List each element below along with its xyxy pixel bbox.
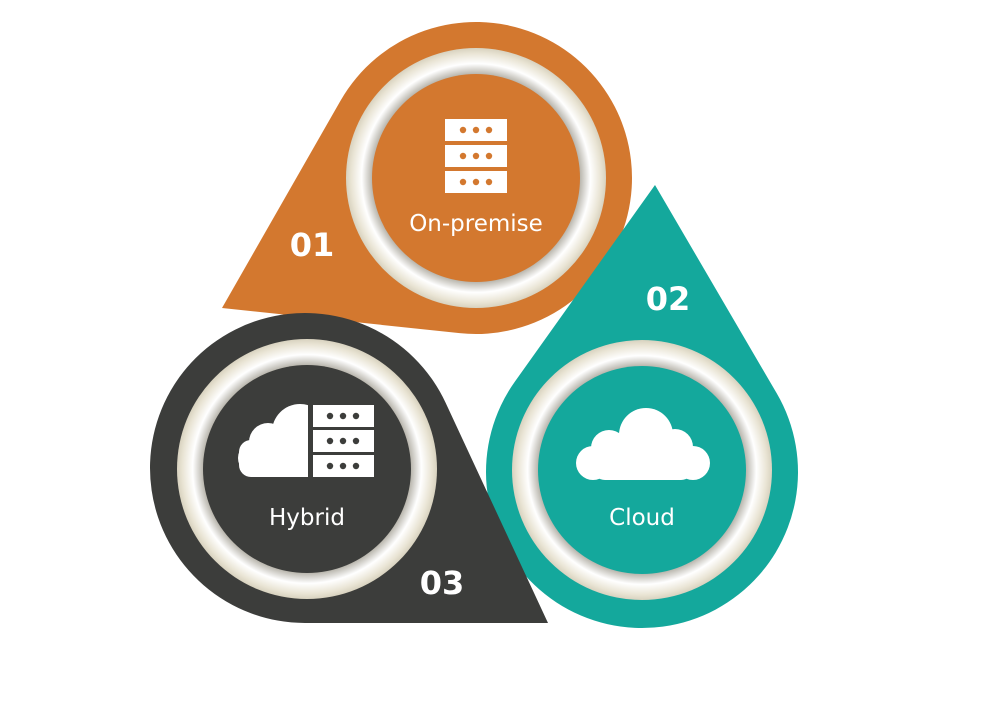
server-led-dot — [472, 126, 480, 134]
server-led-dot — [459, 152, 467, 160]
number-03: 03 — [420, 564, 465, 602]
server-led-dot — [485, 126, 493, 134]
server-led-dot — [339, 437, 347, 445]
server-led-dot — [485, 178, 493, 186]
segment-cloud: Cloud 02 — [486, 185, 799, 629]
label-on-premise: On-premise — [409, 211, 543, 237]
segment-hybrid: Hybrid 03 — [150, 313, 548, 623]
label-cloud: Cloud — [609, 505, 675, 531]
server-led-dot — [352, 462, 360, 470]
server-led-dot — [326, 462, 334, 470]
number-02: 02 — [646, 280, 691, 318]
server-led-dot — [472, 178, 480, 186]
cloud-icon — [576, 408, 710, 480]
server-led-dot — [472, 152, 480, 160]
server-led-dot — [459, 126, 467, 134]
server-led-dot — [326, 412, 334, 420]
server-led-dot — [326, 437, 334, 445]
segment-on-premise: On-premise 01 — [222, 22, 632, 334]
server-led-dot — [339, 462, 347, 470]
server-led-dot — [352, 412, 360, 420]
server-led-dot — [485, 152, 493, 160]
server-rack-icon — [445, 119, 507, 193]
server-led-dot — [339, 412, 347, 420]
label-hybrid: Hybrid — [269, 505, 345, 531]
server-led-dot — [459, 178, 467, 186]
cloud-server-hybrid-icon — [238, 404, 374, 477]
server-led-dot — [352, 437, 360, 445]
number-01: 01 — [290, 226, 335, 264]
